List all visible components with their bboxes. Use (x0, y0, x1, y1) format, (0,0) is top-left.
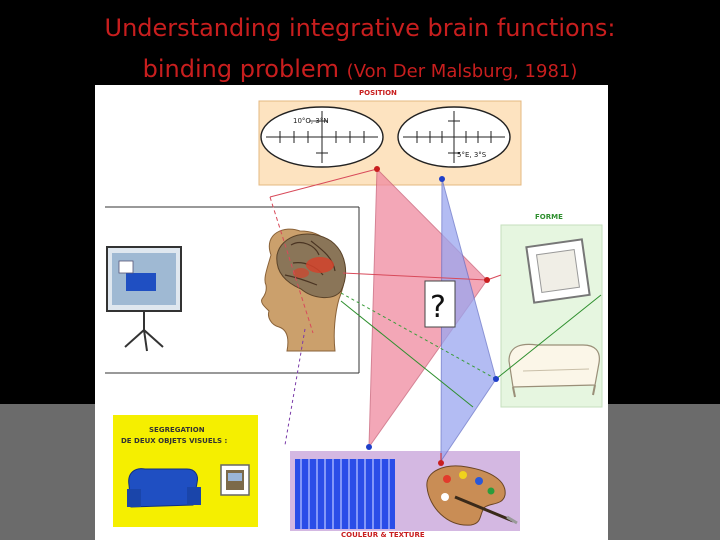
question-mark: ? (430, 290, 446, 325)
title-citation: (Von Der Malsburg, 1981) (346, 61, 578, 82)
right-coordinate: 5°E, 3°S (457, 151, 487, 159)
segregation-title-2: DE DEUX OBJETS VISUELS : (121, 437, 228, 445)
segregation-panel: SEGREGATION DE DEUX OBJETS VISUELS : (113, 415, 258, 527)
left-ticks (279, 120, 365, 154)
segregation-title-1: SEGREGATION (149, 426, 205, 434)
title-line-2: binding problem (Von Der Malsburg, 1981) (0, 55, 720, 83)
scene-frame (105, 206, 360, 374)
picture-frame-outline (525, 238, 591, 304)
blue-sofa-icon (127, 468, 201, 508)
vertex-dots (366, 166, 499, 466)
position-panel: POSITION 10°O, 3°N (258, 89, 522, 186)
forme-label: FORME (535, 213, 563, 221)
sofa-outline (508, 343, 600, 398)
framed-picture-icon (220, 464, 250, 496)
right-ticks (416, 120, 492, 154)
projection-screen-icon (106, 246, 182, 352)
binding-problem-figure: POSITION 10°O, 3°N (95, 85, 608, 540)
paint-palette-icon (426, 465, 518, 526)
forme-panel: FORME (500, 213, 603, 408)
question-box: ? (424, 280, 456, 328)
couleur-texture-label: COULEUR & TEXTURE (341, 531, 425, 539)
connection-lines (269, 168, 602, 461)
right-visual-field: 5°E, 3°S (397, 106, 511, 168)
figure-svg: POSITION 10°O, 3°N (105, 89, 603, 539)
title-text-1: Understanding integrative brain function… (104, 14, 616, 42)
blue-texture-swatch (295, 459, 395, 529)
title-line-1: Understanding integrative brain function… (0, 14, 720, 42)
head-with-brain-icon (261, 228, 347, 352)
title-text-2: binding problem (142, 55, 340, 83)
left-visual-field: 10°O, 3°N (260, 106, 384, 168)
couleur-texture-panel (290, 451, 520, 531)
position-label: POSITION (359, 89, 397, 97)
